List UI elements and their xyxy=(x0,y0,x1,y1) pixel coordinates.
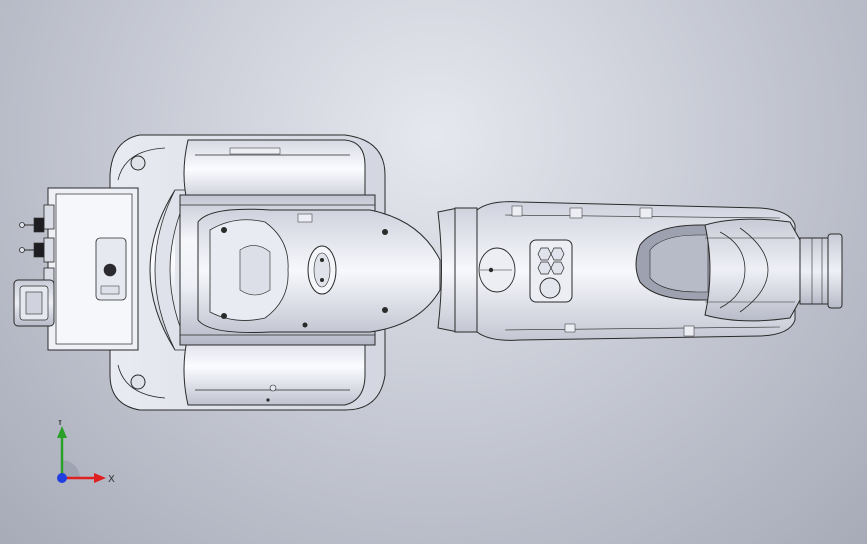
cover-screw xyxy=(382,229,388,235)
tool-flange[interactable] xyxy=(799,233,843,309)
elbow-neck[interactable] xyxy=(437,207,478,333)
cover-screw xyxy=(302,322,308,328)
cover-screw xyxy=(382,307,388,313)
base-bolt-hole xyxy=(130,374,146,390)
panel-button[interactable] xyxy=(537,261,552,275)
panel-button[interactable] xyxy=(550,261,565,275)
connector-plate xyxy=(95,237,127,301)
y-axis-label: Y xyxy=(56,420,64,428)
upper-arm-cap xyxy=(478,247,516,293)
wrist-joint[interactable] xyxy=(704,218,801,322)
lower-arm-cover[interactable] xyxy=(197,208,441,333)
z-axis-dot xyxy=(57,473,67,483)
shoulder-drum-bottom[interactable] xyxy=(183,334,366,406)
panel-button[interactable] xyxy=(537,247,552,261)
connector-pins xyxy=(19,217,45,258)
base-bolt-hole xyxy=(130,155,146,171)
wrist-opening xyxy=(635,224,716,301)
cover-screw xyxy=(221,227,227,233)
cable-connector[interactable] xyxy=(13,279,55,327)
cover-screw xyxy=(221,313,227,319)
panel-button[interactable] xyxy=(550,247,565,261)
x-axis-label: X xyxy=(108,474,115,485)
button-panel[interactable] xyxy=(529,239,573,303)
coordinate-triad: Y X xyxy=(56,420,115,485)
panel-round-button[interactable] xyxy=(539,277,561,299)
